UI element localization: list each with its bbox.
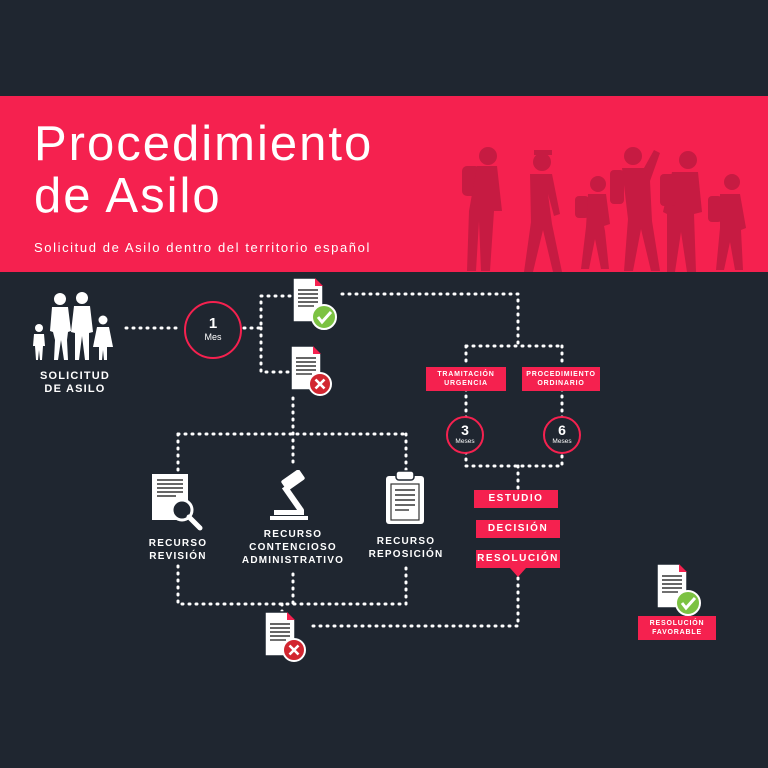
document-cross-icon	[264, 611, 306, 662]
appeal-label-revision: RECURSO REVISIÓN	[148, 538, 208, 562]
duration-number: 6	[558, 422, 566, 438]
duration-number: 3	[461, 422, 469, 438]
page-title: Procedimiento de Asilo	[34, 117, 374, 223]
document-check-icon	[656, 563, 701, 616]
family-icon	[33, 292, 113, 360]
procedure-tag-urgencia: TRAMITACIÓN URGENCIA	[426, 367, 506, 391]
stage-decision: DECISIÓN	[476, 520, 560, 538]
document-cross-icon	[290, 345, 332, 396]
appeal-label-contencioso: RECURSO CONTENCIOSO ADMINISTRATIVO	[241, 529, 345, 566]
start-label: SOLICITUD DE ASILO	[39, 370, 111, 395]
duration-unit: Meses	[455, 438, 475, 445]
appeal-label-reposicion: RECURSO REPOSICIÓN	[368, 536, 444, 560]
duration-circle-ordinario: 6 Meses	[543, 416, 581, 454]
arrow-down-icon	[510, 568, 526, 577]
refugees-silhouette-icon	[462, 147, 746, 272]
duration-number: 1	[208, 315, 218, 332]
procedure-tag-ordinario: PROCEDIMIENTO ORDINARIO	[522, 367, 600, 391]
duration-circle-urgencia: 3 Meses	[446, 416, 484, 454]
page-subtitle: Solicitud de Asilo dentro del territorio…	[34, 240, 371, 255]
clipboard-icon	[386, 470, 424, 524]
stage-resolucion: RESOLUCIÓN	[476, 550, 560, 568]
magnifier-document-icon	[152, 474, 203, 531]
duration-circle-first: 1 Mes	[184, 301, 242, 359]
stage-estudio: ESTUDIO	[474, 490, 558, 508]
final-tag-favorable: RESOLUCIÓN FAVORABLE	[638, 616, 716, 640]
duration-unit: Meses	[552, 438, 572, 445]
duration-unit: Mes	[204, 332, 222, 342]
gavel-icon	[270, 470, 308, 520]
document-check-icon	[292, 277, 337, 330]
header-banner	[0, 96, 768, 272]
